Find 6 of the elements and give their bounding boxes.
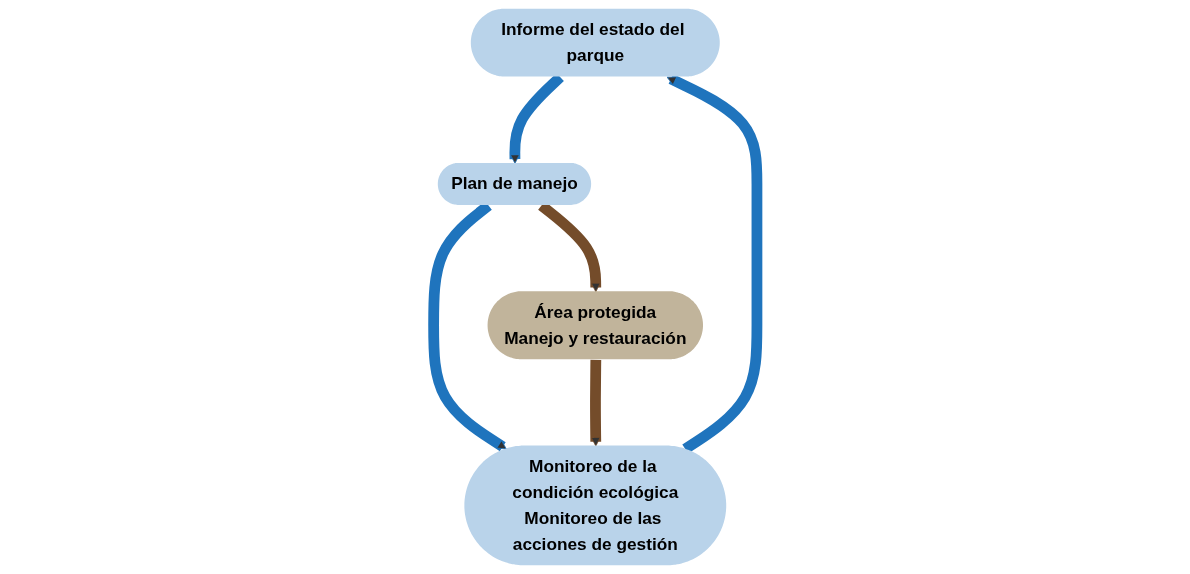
node-box: Área protegida Manejo y restauración bbox=[487, 291, 703, 360]
node-box: Monitoreo de la condición ecológica Monitoreo de las acciones de gestión bbox=[464, 445, 726, 566]
node-box: Informe del estado del parque bbox=[470, 8, 720, 77]
node-box: Plan de manejo bbox=[437, 162, 591, 205]
arrow bbox=[589, 359, 601, 447]
arrow bbox=[666, 74, 763, 454]
